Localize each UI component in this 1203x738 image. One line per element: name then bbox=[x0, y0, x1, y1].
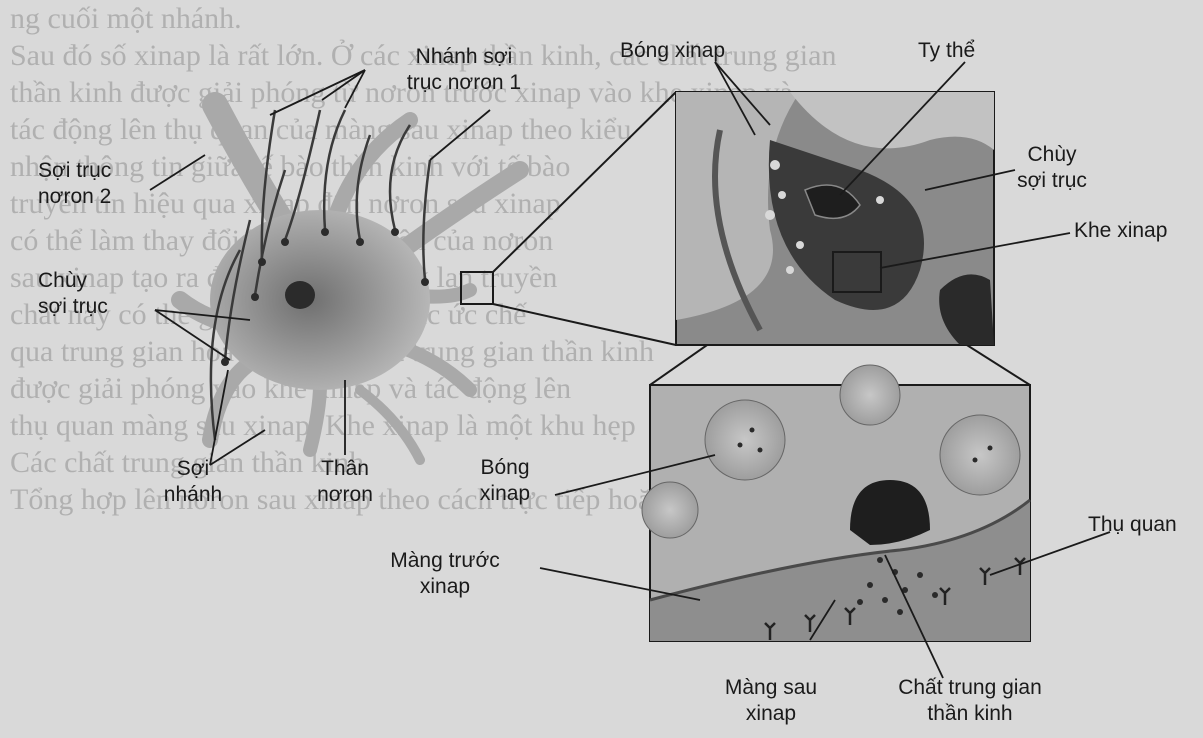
label-line: Bóng xinap bbox=[620, 38, 725, 64]
label-line: Nhánh sợi bbox=[407, 44, 521, 70]
label-axon-branch-neuron-1: Nhánh sợi trục nơron 1 bbox=[407, 44, 521, 96]
label-line: nhánh bbox=[164, 482, 222, 508]
label-synaptic-cleft: Khe xinap bbox=[1074, 218, 1167, 244]
label-line: nơron 2 bbox=[38, 184, 111, 210]
label-line: trục nơron 1 bbox=[407, 70, 521, 96]
label-line: Chất trung gian bbox=[898, 675, 1042, 701]
label-axon-terminal-left: Chùy sợi trục bbox=[38, 268, 108, 320]
label-presynaptic-membrane: Màng trước xinap bbox=[390, 548, 500, 600]
label-line: sợi trục bbox=[38, 294, 108, 320]
label-line: xinap bbox=[480, 481, 530, 507]
label-line: Ty thể bbox=[918, 38, 975, 64]
label-line: thần kinh bbox=[898, 701, 1042, 727]
label-line: Thân bbox=[317, 456, 373, 482]
label-line: sợi trục bbox=[1017, 168, 1087, 194]
label-line: xinap bbox=[725, 701, 817, 727]
label-axon-terminal-right: Chùy sợi trục bbox=[1017, 142, 1087, 194]
label-line: Chùy bbox=[1017, 142, 1087, 168]
label-line: Sợi bbox=[164, 456, 222, 482]
label-line: Thụ quan bbox=[1088, 512, 1177, 538]
label-line: Chùy bbox=[38, 268, 108, 294]
label-mitochondria: Ty thể bbox=[918, 38, 975, 64]
synapse-panel-upper bbox=[676, 92, 994, 345]
neuron-soma bbox=[210, 210, 430, 390]
label-line: nơron bbox=[317, 482, 373, 508]
label-neurotransmitter: Chất trung gian thần kinh bbox=[898, 675, 1042, 727]
label-line: Màng trước bbox=[390, 548, 500, 574]
label-synaptic-vesicle-top: Bóng xinap bbox=[620, 38, 725, 64]
label-axon-neuron-2: Sợi trục nơron 2 bbox=[38, 158, 111, 210]
label-cell-body: Thân nơron bbox=[317, 456, 373, 508]
label-line: Màng sau bbox=[725, 675, 817, 701]
label-line: xinap bbox=[390, 574, 500, 600]
label-dendrite: Sợi nhánh bbox=[164, 456, 222, 508]
synapse-panel-lower bbox=[642, 365, 1030, 641]
label-postsynaptic-membrane: Màng sau xinap bbox=[725, 675, 817, 727]
label-line: Khe xinap bbox=[1074, 218, 1167, 244]
label-synaptic-vesicle-mid: Bóng xinap bbox=[480, 455, 530, 507]
label-receptor: Thụ quan bbox=[1088, 512, 1177, 538]
neuron-illustration bbox=[180, 105, 520, 460]
neuron-nucleus bbox=[285, 281, 315, 309]
label-line: Bóng bbox=[480, 455, 530, 481]
label-line: Sợi trục bbox=[38, 158, 111, 184]
